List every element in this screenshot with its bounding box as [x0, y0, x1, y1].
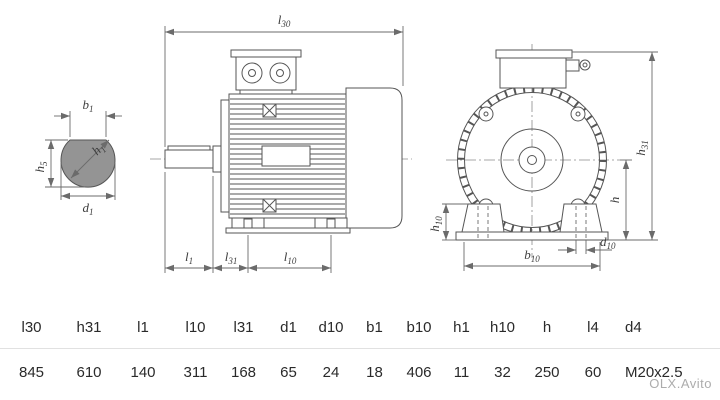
shaft-section-view: b1 h5 h1 d1	[32, 97, 122, 217]
table-header-cell: l31	[220, 310, 267, 349]
table-value-row: 845 610 140 311 168 65 24 18 406 11 32 2…	[0, 349, 720, 388]
dimension-table: l30 h31 l1 l10 l31 d1 d10 b1 b10 h1 h10 …	[0, 310, 720, 387]
table-header-cell: d10	[310, 310, 352, 349]
table-header-cell: h31	[63, 310, 115, 349]
table-value-cell: 845	[18, 364, 45, 381]
dimension-d1: d1	[60, 163, 116, 217]
table-header-cell: l30	[0, 310, 63, 349]
table-value-cell: 11	[453, 364, 470, 381]
dim-label-d10: d10	[600, 234, 616, 251]
bearing-shield-circle	[500, 128, 564, 192]
dim-label-l10: l10	[284, 249, 297, 266]
dim-label-d1: d1	[83, 200, 94, 217]
table-value-cell: 311	[183, 364, 208, 381]
shaft-key	[167, 145, 211, 151]
dim-label-h31: h31	[633, 140, 650, 156]
dim-label-b1: b1	[83, 97, 94, 114]
fan-cover-side	[345, 87, 403, 229]
table-value-cell: 406	[406, 364, 432, 381]
dim-label-h10: h10	[427, 216, 444, 232]
dim-label-l30: l30	[278, 12, 291, 29]
table-header-cell: l1	[115, 310, 171, 349]
table-value-cell: 65	[280, 364, 297, 381]
dimension-h: h	[607, 159, 632, 240]
table-header-cell: h	[523, 310, 571, 349]
table-value-cell: 60	[584, 364, 602, 381]
dimension-d10: d10	[558, 234, 616, 254]
dimension-h31: h31	[572, 51, 658, 241]
table-header-cell: d1	[267, 310, 310, 349]
table-value-cell: 250	[534, 364, 560, 381]
housing-ribs	[457, 85, 607, 235]
terminal-box-side	[230, 49, 302, 95]
dimension-b10: b10	[463, 242, 601, 271]
foot-hole	[243, 218, 253, 229]
shaft-side	[164, 99, 230, 213]
table-value-cell: 32	[494, 364, 511, 381]
table-value-cell: 24	[322, 364, 340, 381]
table-header-cell: l10	[171, 310, 220, 349]
dimension-l30: l30	[164, 12, 404, 147]
table-header-cell: d4	[615, 310, 720, 349]
motor-side-view: l30 l1 l31 l10	[150, 12, 412, 273]
motor-front-view: h31 h h10 d10	[427, 44, 658, 271]
nameplate	[261, 145, 311, 167]
foot-hole	[326, 218, 336, 229]
table-value-cell: 18	[366, 364, 383, 381]
dim-label-h: h	[607, 197, 622, 204]
terminal-box-front	[495, 49, 591, 89]
table-header-cell: b10	[397, 310, 441, 349]
table-header-row: l30 h31 l1 l10 l31 d1 d10 b1 b10 h1 h10 …	[0, 310, 720, 349]
table-header-cell: h1	[441, 310, 482, 349]
dimension-h5: h5	[32, 139, 85, 188]
table-header-cell: l4	[571, 310, 615, 349]
dim-label-h5: h5	[32, 161, 49, 173]
table-value-cell: 168	[230, 364, 257, 381]
dimension-bottom-lengths: l1 l31 l10	[164, 172, 332, 273]
dimension-h10: h10	[427, 203, 468, 241]
cable-entry	[565, 59, 580, 72]
feet-side	[225, 217, 351, 234]
table-header-cell: b1	[352, 310, 397, 349]
dim-label-l1: l1	[185, 249, 193, 266]
table-header-cell: h10	[482, 310, 523, 349]
motor-body-side	[228, 93, 347, 219]
feet-front	[455, 203, 609, 241]
table-value-cell: 140	[130, 364, 156, 381]
dim-label-b10: b10	[524, 247, 540, 264]
table-value-cell: M20x2.5	[625, 364, 683, 381]
dimension-b1: b1	[54, 97, 122, 137]
technical-drawing: b1 h5 h1 d1	[32, 12, 658, 273]
table-value-cell: 610	[76, 364, 102, 381]
dim-label-l31: l31	[225, 249, 238, 266]
